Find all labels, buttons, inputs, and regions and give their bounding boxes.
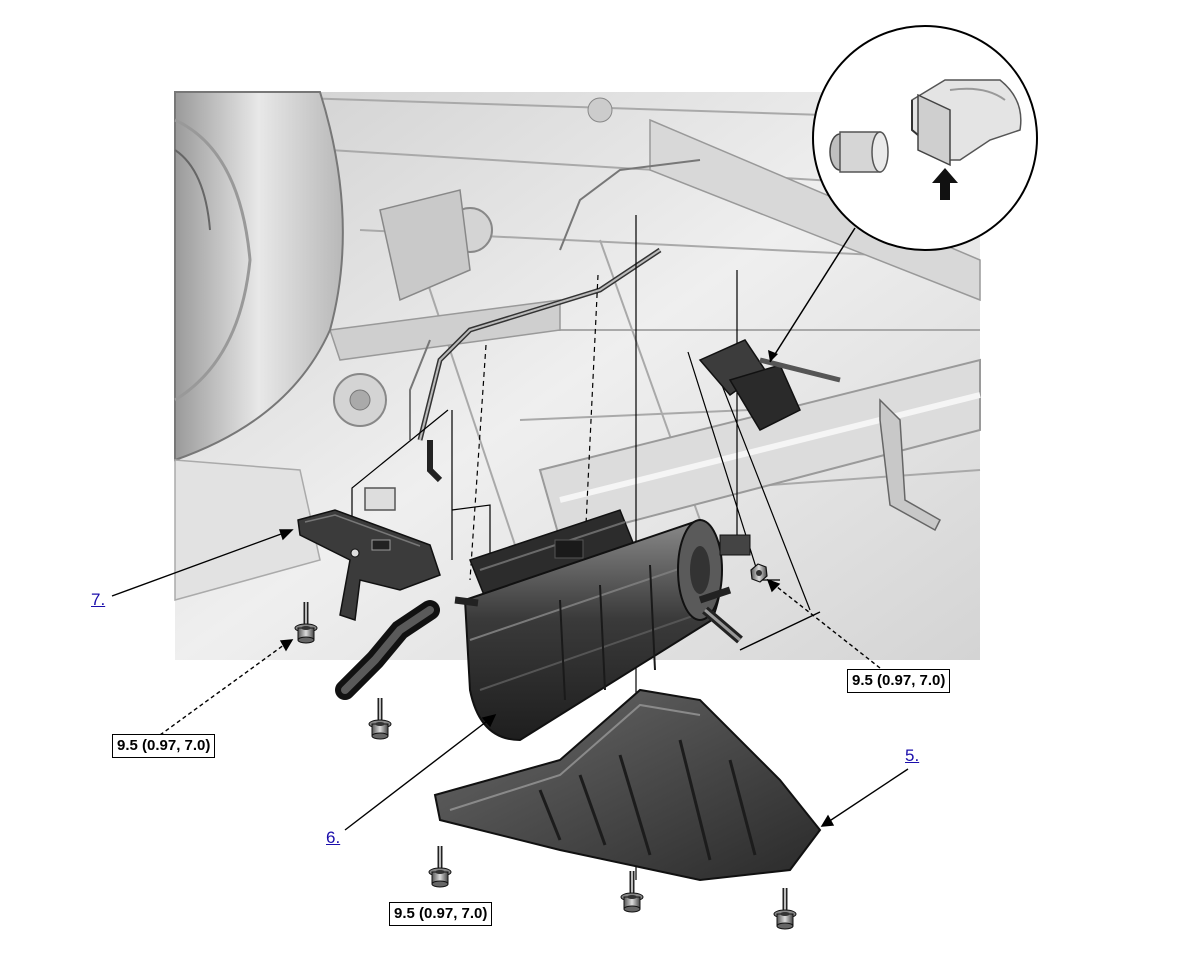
canister-shield bbox=[433, 688, 822, 882]
torque-spec-right: 9.5 (0.97, 7.0) bbox=[847, 669, 951, 693]
hose-end bbox=[911, 79, 1022, 167]
callout-item-7[interactable]: 7. bbox=[91, 590, 106, 609]
arrow-up-icon bbox=[932, 168, 958, 200]
canister-filter bbox=[698, 339, 841, 556]
quick-connector bbox=[829, 131, 889, 173]
callout-item-5[interactable]: 5. bbox=[905, 746, 920, 765]
bolt-icon bbox=[429, 846, 451, 887]
torque-spec-bottom: 9.5 (0.97, 7.0) bbox=[389, 902, 493, 926]
callout-item-6[interactable]: 6. bbox=[326, 828, 341, 847]
torque-spec-left: 9.5 (0.97, 7.0) bbox=[112, 734, 216, 758]
hose-joint-detail-inset bbox=[768, 25, 1038, 363]
spare-tire bbox=[174, 91, 344, 601]
leader-lines bbox=[111, 529, 909, 831]
evap-canister bbox=[454, 509, 743, 742]
bolt-icon bbox=[621, 871, 643, 912]
bolt-icon bbox=[369, 698, 391, 739]
bolt-icon bbox=[774, 888, 796, 929]
vent-hose bbox=[335, 600, 440, 700]
canister-bracket bbox=[297, 509, 441, 622]
nut-icon bbox=[750, 563, 768, 583]
